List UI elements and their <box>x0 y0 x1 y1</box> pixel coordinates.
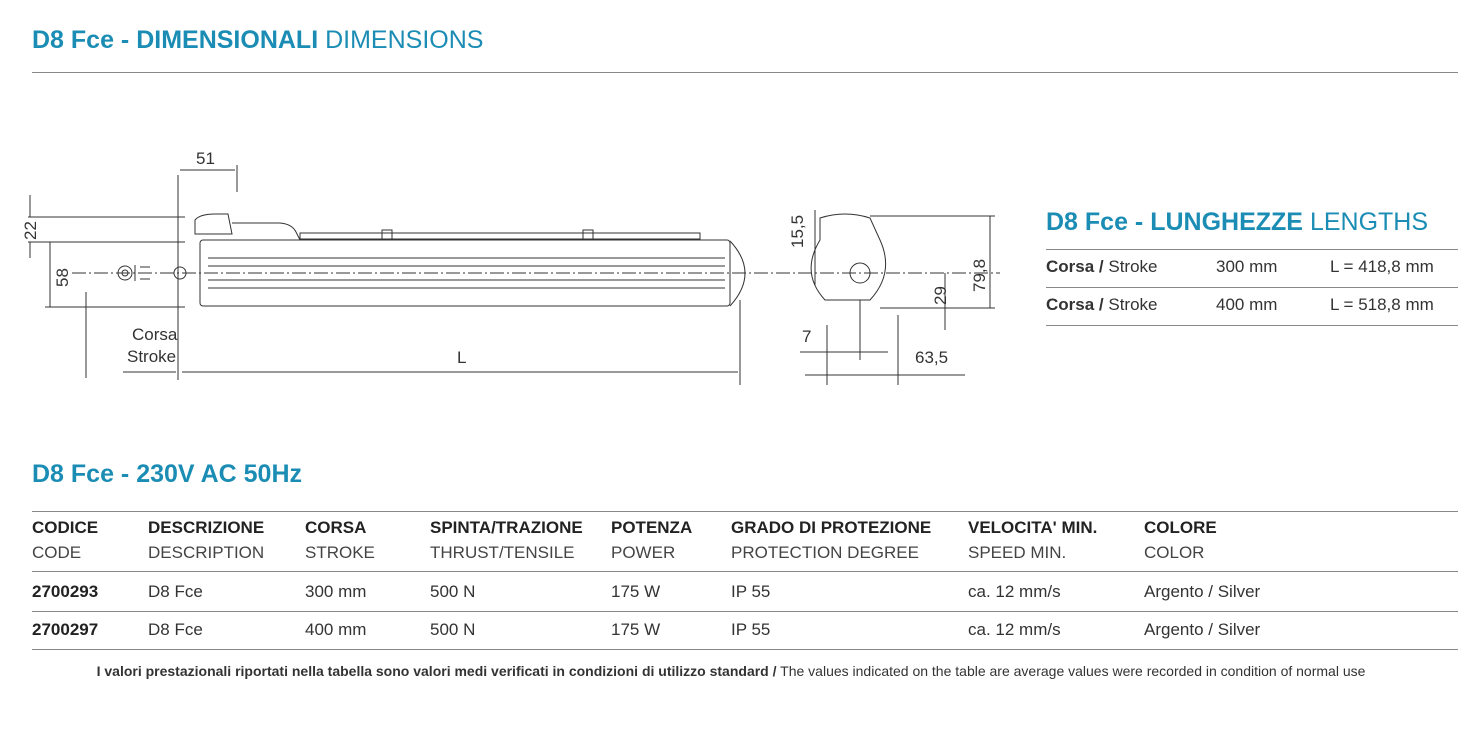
column-header-it: POTENZA <box>611 518 693 537</box>
table-cell: D8 Fce <box>148 620 203 639</box>
divider <box>1046 249 1458 250</box>
dimension-drawing: 51 22 58 Corsa Stroke L 15,5 79,8 29 7 6… <box>21 149 1000 385</box>
dim-15-5: 15,5 <box>788 215 807 248</box>
dim-stroke: Stroke <box>127 347 176 366</box>
column-header-it: DESCRIZIONE <box>148 518 265 537</box>
dim-L: L <box>457 348 466 367</box>
column-header-it: CODICE <box>32 518 99 537</box>
column-header-it: COLORE <box>1144 518 1217 537</box>
lengths-title-light: LENGTHS <box>1309 208 1429 236</box>
title-bold: D8 Fce - DIMENSIONALI <box>32 26 319 54</box>
column-header-en: COLOR <box>1144 543 1205 562</box>
dim-corsa: Corsa <box>132 325 178 344</box>
divider <box>32 571 1458 572</box>
divider <box>32 649 1458 650</box>
divider <box>1046 287 1458 288</box>
table-cell: 400 mm <box>305 620 367 639</box>
column-header-en: PROTECTION DEGREE <box>731 543 919 562</box>
column-header-it: VELOCITA' MIN. <box>968 518 1098 537</box>
column-header-it: SPINTA/TRAZIONE <box>430 518 583 537</box>
dim-29: 29 <box>931 286 950 305</box>
stroke-value: 400 mm <box>1216 295 1278 314</box>
table-cell: D8 Fce <box>148 582 203 601</box>
table-cell: IP 55 <box>731 620 771 639</box>
label-bold: Corsa / <box>1046 295 1104 314</box>
title-light: DIMENSIONS <box>325 26 484 54</box>
length-value: L = 518,8 mm <box>1330 295 1434 314</box>
divider <box>32 511 1458 512</box>
page-title: D8 Fce - DIMENSIONALI DIMENSIONS <box>32 26 483 55</box>
column-header-en: THRUST/TENSILE <box>430 543 575 562</box>
table-cell: ca. 12 mm/s <box>968 620 1061 639</box>
table-cell: 175 W <box>611 620 661 639</box>
column-header-en: CODE <box>32 543 82 562</box>
length-value: L = 418,8 mm <box>1330 257 1434 276</box>
dim-22: 22 <box>21 221 40 240</box>
column-header-en: SPEED MIN. <box>968 543 1067 562</box>
table-cell: IP 55 <box>731 582 771 601</box>
column-header-it: GRADO DI PROTEZIONE <box>731 518 932 537</box>
side-view <box>72 213 1000 307</box>
table-cell: Argento / Silver <box>1144 582 1261 601</box>
stroke-value: 300 mm <box>1216 257 1278 276</box>
table-cell: 175 W <box>611 582 661 601</box>
title-divider <box>32 72 1458 73</box>
column-header-en: POWER <box>611 543 676 562</box>
column-header-en: DESCRIPTION <box>148 543 265 562</box>
label-bold: Corsa / <box>1046 257 1104 276</box>
divider <box>1046 325 1458 326</box>
dim-63-5: 63,5 <box>915 348 948 367</box>
label: Stroke <box>1108 257 1158 276</box>
dim-51: 51 <box>196 149 215 168</box>
table-cell: Argento / Silver <box>1144 620 1261 639</box>
table-cell: ca. 12 mm/s <box>968 582 1061 601</box>
footnote-bold: I valori prestazionali riportati nella t… <box>96 663 777 679</box>
dimension-lines <box>28 165 995 385</box>
table-cell: 2700297 <box>32 620 99 639</box>
label: Stroke <box>1108 295 1158 314</box>
dim-79-8: 79,8 <box>970 259 989 292</box>
spec-title: D8 Fce - 230V AC 50Hz <box>32 460 303 488</box>
dim-58: 58 <box>53 268 72 287</box>
table-cell: 2700293 <box>32 582 99 601</box>
divider <box>32 611 1458 612</box>
lengths-title-bold: D8 Fce - LUNGHEZZE <box>1046 208 1303 236</box>
table-cell: 500 N <box>430 620 476 639</box>
table-cell: 300 mm <box>305 582 367 601</box>
lengths-title: D8 Fce - LUNGHEZZE LENGTHS <box>1046 208 1428 237</box>
footnote: I valori prestazionali riportati nella t… <box>0 663 1462 679</box>
table-cell: 500 N <box>430 582 476 601</box>
column-header-it: CORSA <box>305 518 367 537</box>
column-header-en: STROKE <box>305 543 375 562</box>
footnote-text: The values indicated on the table are av… <box>780 663 1366 679</box>
dim-7: 7 <box>802 327 811 346</box>
